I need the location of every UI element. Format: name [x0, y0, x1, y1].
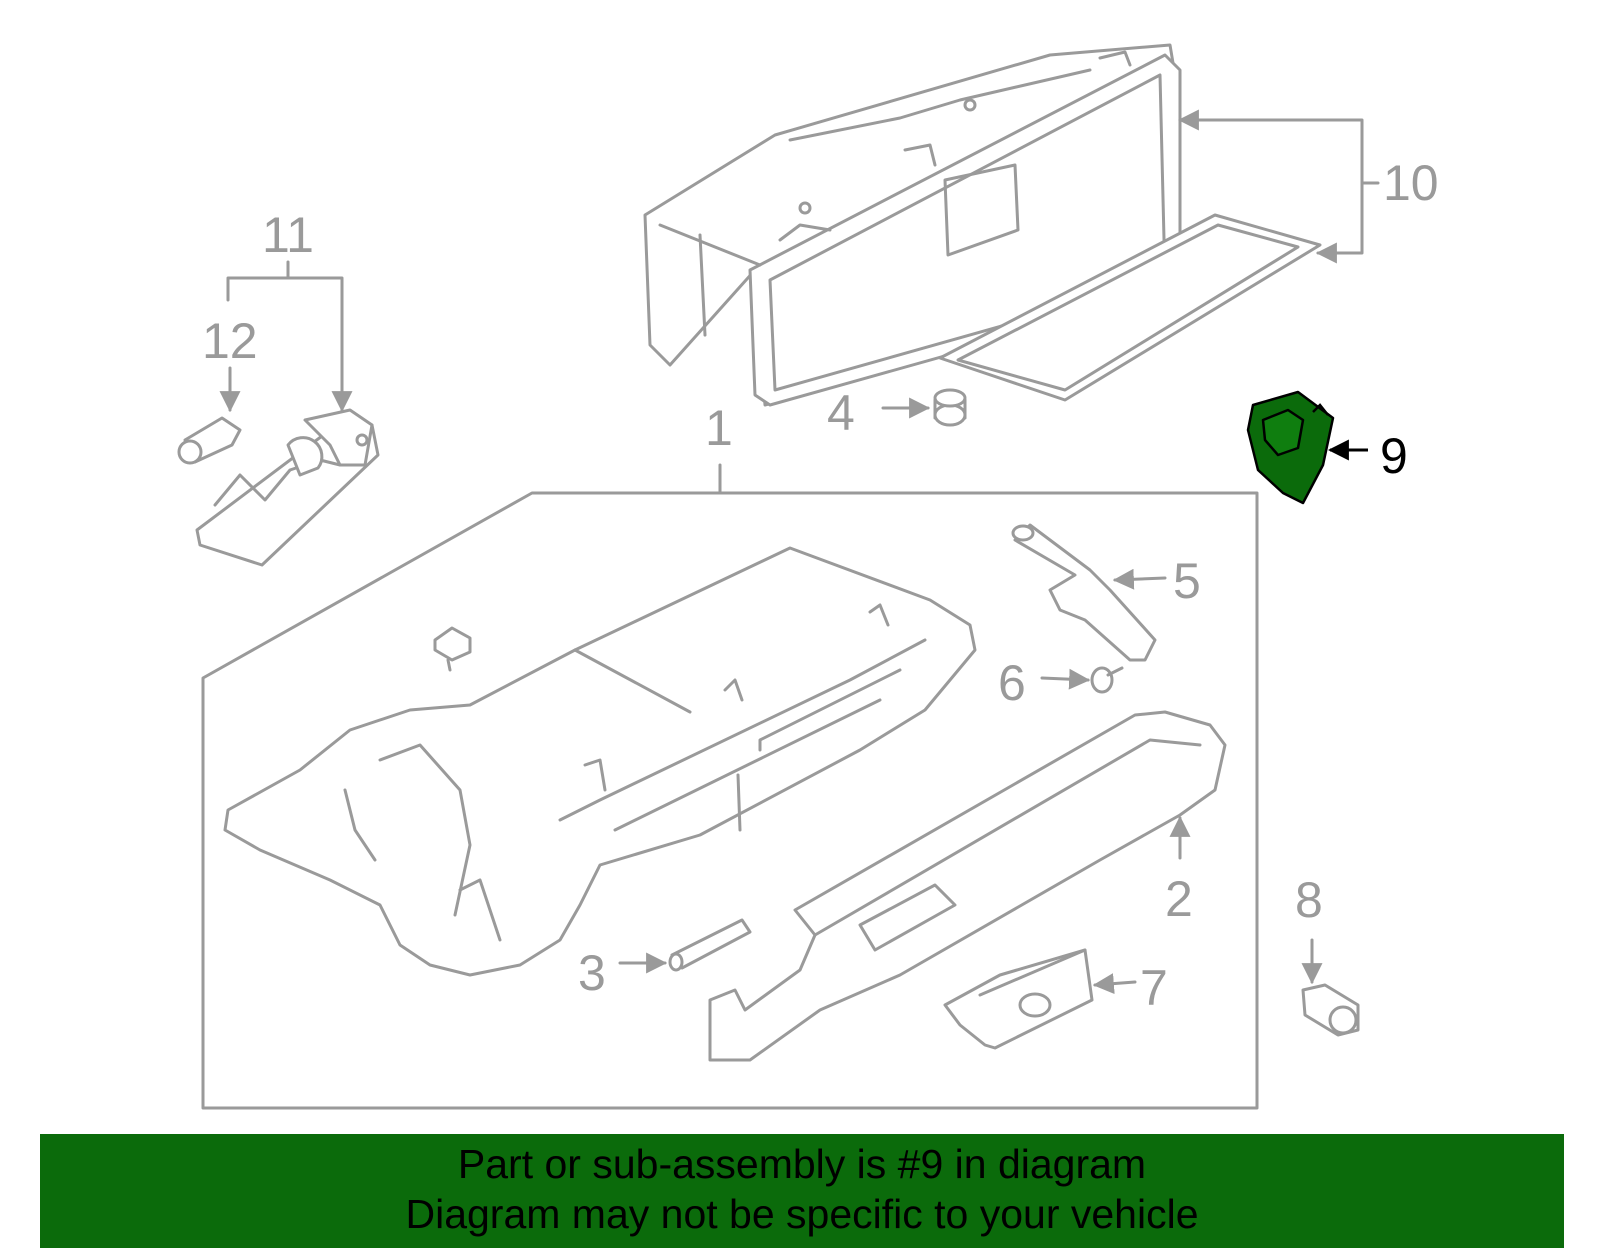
assembly-frame — [201, 463, 1259, 1110]
banner-line-1: Part or sub-assembly is #9 in diagram — [457, 1141, 1147, 1187]
callout-11: 11 — [262, 207, 314, 263]
leader-lines — [219, 109, 1380, 995]
parts-diagram: 1 2 3 4 5 6 7 8 9 10 11 12 — [177, 43, 1439, 1110]
callout-9: 9 — [1380, 428, 1408, 484]
part-9-cover — [1246, 390, 1335, 505]
part-4-bumper — [933, 388, 967, 427]
banner-line-2: Diagram may not be specific to your vehi… — [405, 1191, 1199, 1237]
part-1-clip — [433, 626, 472, 672]
part-1-glovebox-body — [223, 546, 977, 977]
info-banner: Part or sub-assembly is #9 in diagram Di… — [40, 1134, 1564, 1248]
part-2-glovebox-door — [708, 710, 1227, 1062]
callout-labels: 1 2 3 4 5 6 7 8 9 10 11 12 — [202, 155, 1439, 1016]
part-8-nut — [1301, 983, 1360, 1037]
part-11-light-assembly — [195, 408, 380, 567]
part-7-latch — [943, 948, 1094, 1050]
callout-10: 10 — [1383, 155, 1439, 211]
callout-3: 3 — [578, 945, 606, 1001]
callout-2: 2 — [1165, 871, 1193, 927]
part-12-bulb — [177, 416, 242, 465]
callout-4: 4 — [827, 385, 855, 441]
part-3-pin — [668, 918, 752, 972]
callout-8: 8 — [1295, 872, 1323, 928]
callout-6: 6 — [998, 655, 1026, 711]
callout-12: 12 — [202, 313, 258, 369]
part-5-damper — [1011, 523, 1157, 662]
callout-1: 1 — [705, 400, 733, 456]
callout-7: 7 — [1140, 960, 1168, 1016]
part-6-screw — [1090, 666, 1124, 694]
callout-5: 5 — [1173, 553, 1201, 609]
